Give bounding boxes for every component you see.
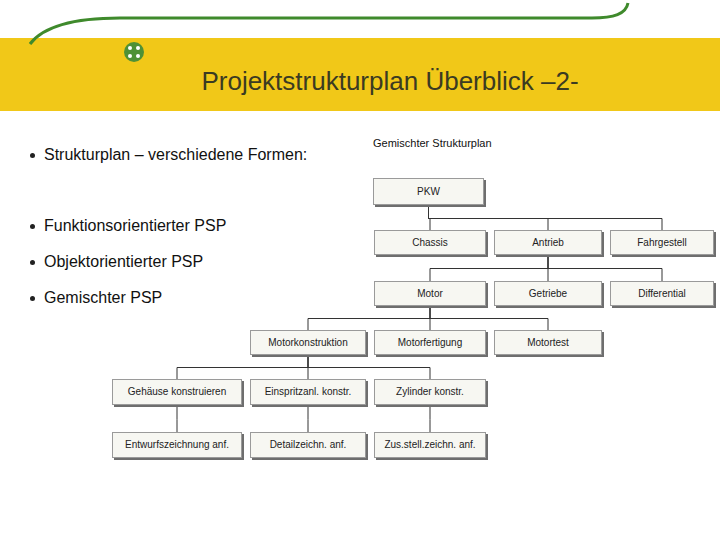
wbs-box: Motorkonstruktion (250, 330, 366, 355)
box-label: Gehäuse konstruieren (128, 386, 226, 398)
header-swoosh (30, 3, 628, 44)
wbs-box: Motorfertigung (374, 330, 486, 355)
box-label: Motorkonstruktion (268, 337, 347, 349)
header-icon-dot (136, 54, 140, 58)
box-label: Chassis (412, 237, 448, 249)
tree-connector (430, 405, 431, 432)
bullet-text: Objektorientierter PSP (44, 253, 203, 271)
box-label: Detailzeichn. anf. (270, 439, 347, 451)
wbs-box: Gehäuse konstruieren (112, 379, 242, 405)
header-icon-dot (128, 46, 132, 50)
box-label: Einspritzanl. konstr. (265, 386, 352, 398)
header-icon (124, 42, 144, 62)
tree-connector (308, 405, 309, 432)
box-label: PKW (417, 186, 440, 198)
box-label: Entwurfszeichnung anf. (125, 439, 229, 451)
box-label: Motor (417, 288, 443, 300)
tree-connector (177, 405, 178, 432)
bullet-dot (30, 296, 35, 301)
wbs-box: Motortest (494, 330, 602, 355)
diagram-heading: Gemischter Strukturplan (373, 137, 492, 149)
wbs-box: Differential (610, 281, 714, 306)
box-label: Differential (638, 288, 686, 300)
bullet-dot (30, 260, 35, 265)
wbs-box: Chassis (374, 230, 486, 255)
wbs-box: Einspritzanl. konstr. (250, 379, 366, 405)
bullet-dot (30, 153, 35, 158)
tree-connector (177, 355, 308, 379)
header-icon-dot (136, 46, 140, 50)
box-label: Zylinder konstr. (396, 386, 464, 398)
box-label: Motortest (527, 337, 569, 349)
tree-connector (430, 255, 548, 281)
tree-connector (430, 306, 548, 330)
tree-connector (308, 355, 430, 379)
bullet-text: Strukturplan – verschiedene Formen: (44, 146, 307, 164)
tree-connector (429, 205, 549, 230)
wbs-box: Fahrgestell (610, 230, 714, 255)
box-label: Motorfertigung (398, 337, 462, 349)
bullet-dot (30, 224, 35, 229)
bullet-text: Gemischter PSP (44, 289, 162, 307)
wbs-box: Getriebe (494, 281, 602, 306)
tree-connector (429, 205, 663, 230)
wbs-box: Motor (374, 281, 486, 306)
tree-connector (548, 255, 662, 281)
wbs-box: Detailzeichn. anf. (250, 432, 366, 458)
box-label: Antrieb (532, 237, 564, 249)
wbs-box: PKW (373, 178, 484, 205)
box-label: Zus.stell.zeichn. anf. (384, 439, 475, 451)
slide-title: Projektstrukturplan Überblick –2- (130, 66, 650, 97)
header-band (0, 38, 720, 111)
bullet-text: Funktionsorientierter PSP (44, 217, 226, 235)
box-label: Getriebe (529, 288, 567, 300)
box-label: Fahrgestell (637, 237, 686, 249)
wbs-box: Zus.stell.zeichn. anf. (374, 432, 486, 458)
wbs-box: Antrieb (494, 230, 602, 255)
tree-connector (308, 306, 430, 330)
header-icon-dot (128, 54, 132, 58)
wbs-box: Zylinder konstr. (374, 379, 486, 405)
wbs-box: Entwurfszeichnung anf. (112, 432, 242, 458)
